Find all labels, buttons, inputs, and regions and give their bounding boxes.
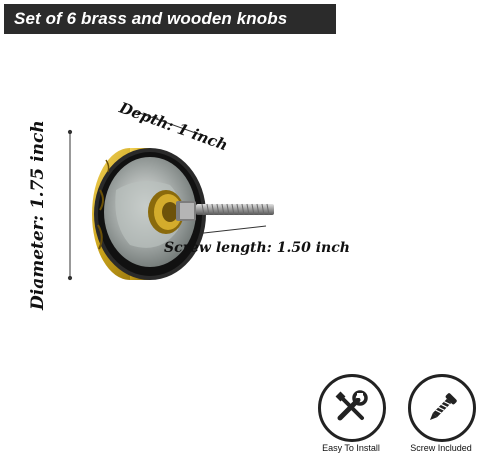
depth-dimension-line <box>133 110 205 137</box>
screw-included-badge <box>408 374 476 442</box>
product-title: Set of 6 brass and wooden knobs <box>14 9 288 28</box>
easy-install-badge <box>318 374 386 442</box>
wrench-screwdriver-icon <box>335 390 368 421</box>
screw-icon <box>429 393 457 421</box>
brass-knob <box>92 148 206 280</box>
diameter-label: Diameter: 1.75 inch <box>28 120 48 310</box>
title-banner: Set of 6 brass and wooden knobs <box>4 4 336 34</box>
diameter-dimension-line <box>67 129 73 281</box>
easy-install-label: Easy To Install <box>322 443 380 453</box>
screw-length-label: Screw length: 1.50 inch <box>164 240 350 256</box>
screw <box>176 201 274 221</box>
screw-included-label: Screw Included <box>410 443 472 453</box>
